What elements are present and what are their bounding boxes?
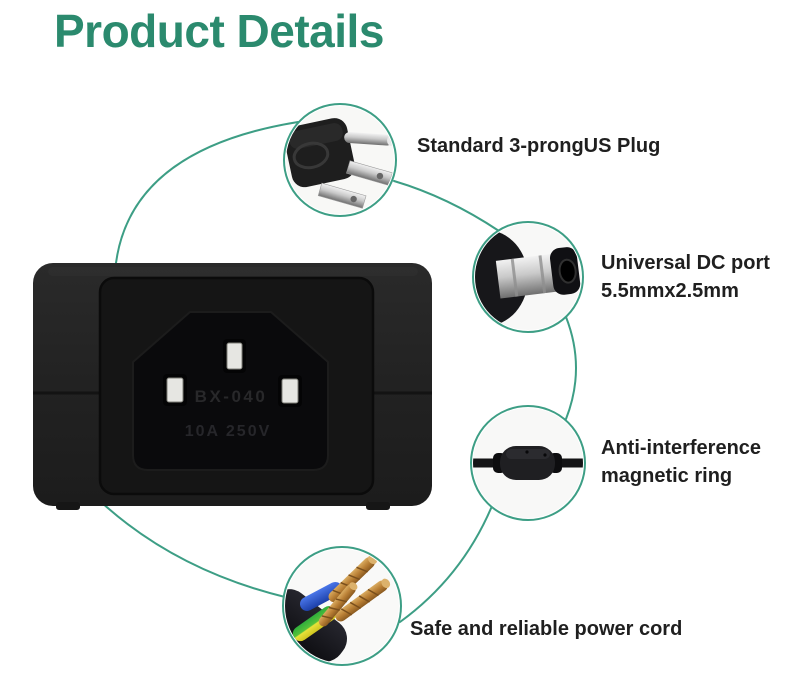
plug-blade-lower: [317, 182, 367, 209]
iec-pins: [163, 339, 302, 407]
ring-arc-dc-to-ferrite: [565, 316, 577, 420]
cord-copper-strand-3: [318, 582, 358, 627]
magnetic-ring-photo: [473, 408, 583, 518]
ring-arc-plug-to-dc: [393, 180, 500, 232]
ring-arc-adapter-to-plug: [114, 121, 299, 273]
power-adapter-photo: BX-040 10A 250V: [33, 263, 432, 510]
callout-circle-power-cord: [282, 546, 402, 666]
ring-arc-cord-to-adapter: [99, 500, 286, 598]
label-line: Anti-interference: [601, 437, 762, 459]
ring-arc-ferrite-to-cord: [399, 505, 493, 623]
cord-copper-strand-1: [328, 554, 378, 603]
iec-c14-inlet: [132, 311, 329, 471]
adapter-embossed-rating: 10A 250V: [185, 423, 272, 440]
callout-circle-magnetic-ring: [470, 405, 586, 521]
cord-wire-blue: [299, 581, 343, 611]
adapter-foot-left: [56, 502, 80, 510]
us-plug-photo: [286, 106, 394, 214]
callout-circle-us-plug: [283, 103, 397, 217]
page-title: Product Details: [54, 5, 384, 57]
power-cord-photo: [285, 549, 399, 663]
label-us-plug: Standard 3-prongUS Plug: [417, 132, 660, 160]
label-line: Universal DC port: [601, 252, 770, 274]
label-line: Safe and reliable power cord: [410, 618, 683, 640]
iec-pin-ground: [226, 342, 243, 370]
adapter-embossed-model: BX-040: [195, 387, 268, 406]
label-dc-port: Universal DC port 5.5mmx2.5mm: [601, 249, 770, 305]
label-magnetic-ring: Anti-interference magnetic ring: [601, 434, 761, 490]
label-line: 5.5mmx2.5mm: [601, 280, 739, 302]
iec-pin-right: [281, 378, 299, 404]
adapter-foot-right: [366, 502, 390, 510]
label-line: magnetic ring: [601, 465, 733, 487]
callout-circle-dc-port: [472, 221, 584, 333]
label-line: Standard 3-prongUS Plug: [417, 135, 661, 157]
cord-copper-strand-2: [335, 578, 391, 622]
connector-ring: [99, 121, 577, 623]
label-power-cord: Safe and reliable power cord: [410, 615, 682, 643]
adapter-top-bevel: [48, 267, 418, 276]
dc-connector-photo: [475, 224, 581, 330]
iec-pin-left: [166, 377, 184, 403]
